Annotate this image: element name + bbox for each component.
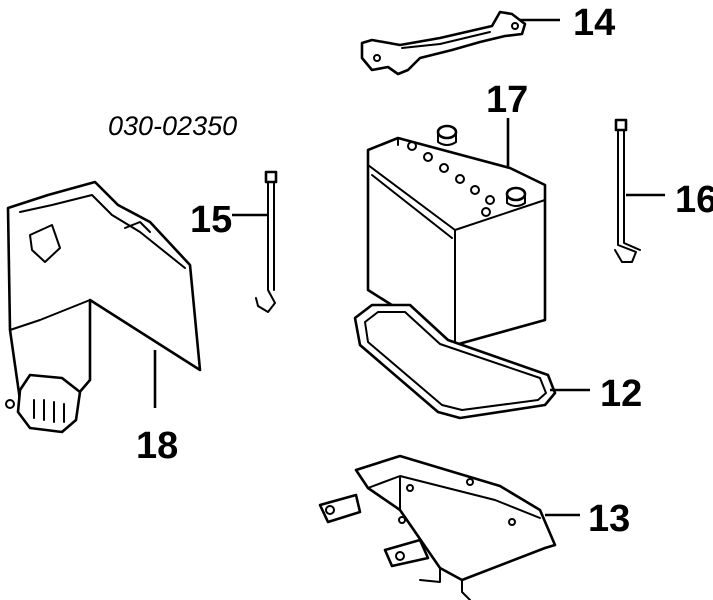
hold-down-bolt-left-part xyxy=(255,170,278,313)
diagram-code: 030-02350 xyxy=(108,111,237,141)
callout-13: 13 xyxy=(588,498,630,540)
battery-insulator-cover-part xyxy=(5,180,202,434)
callout-14: 14 xyxy=(573,2,615,44)
hold-down-bolt-right-part xyxy=(614,118,641,263)
callout-18: 18 xyxy=(136,425,178,467)
callout-17: 17 xyxy=(486,79,528,121)
battery-clamp-part xyxy=(360,10,527,76)
callout-12: 12 xyxy=(600,373,642,415)
callout-15: 15 xyxy=(190,199,232,241)
battery-part xyxy=(366,124,547,347)
callout-16: 16 xyxy=(675,179,713,221)
battery-carrier-part xyxy=(318,454,557,600)
battery-tray-liner-part xyxy=(353,303,557,420)
